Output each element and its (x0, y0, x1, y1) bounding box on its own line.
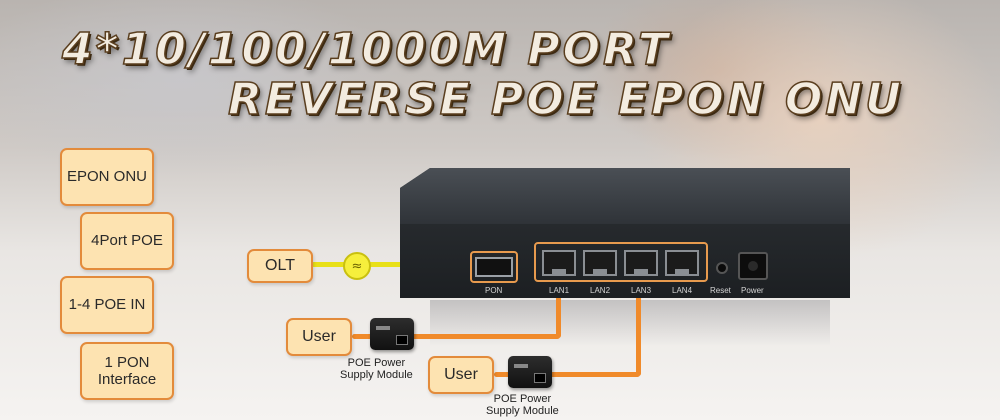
poe-adapter-1-label-line2: Supply Module (340, 368, 413, 381)
cable-user1-vertical (556, 276, 561, 338)
poe-adapter-2-label-line2: Supply Module (486, 404, 559, 417)
pon-port (475, 257, 513, 277)
lan1-port (542, 250, 576, 276)
power-jack (738, 252, 768, 280)
poe-adapter-2 (508, 356, 552, 388)
poe-adapter-2-label-line1: POE Power (493, 393, 552, 405)
reset-label: Reset (710, 286, 731, 295)
user-label-2: User (428, 356, 494, 394)
headline-line-1: 4*10/100/1000M PORT (61, 23, 671, 76)
onu-device-top (400, 168, 850, 224)
feature-tag-pon-interface-text: 1 PON Interface (97, 353, 157, 388)
poe-adapter-1-label-line1: POE Power (347, 357, 406, 369)
poe-adapter-1 (370, 318, 414, 350)
power-label: Power (741, 286, 764, 295)
lan1-label: LAN1 (549, 286, 570, 295)
headline-line-2: REVERSE POE EPON ONU (227, 73, 904, 126)
user-label-1: User (286, 318, 352, 356)
cable-user1-horizontal (352, 334, 560, 339)
feature-tag-4port-poe: 4Port POE (80, 212, 174, 270)
lan3-port (624, 250, 658, 276)
lan2-label: LAN2 (590, 286, 611, 295)
pon-port-label: PON (485, 286, 503, 295)
pon-port-frame (470, 251, 518, 283)
lan2-port (583, 250, 617, 276)
cable-user2-horizontal (494, 372, 640, 377)
device-reflection (430, 300, 830, 346)
fiber-link-icon: ≈ (343, 252, 371, 280)
poe-adapter-1-label: POE Power Supply Module (340, 357, 413, 381)
reset-button (716, 262, 728, 274)
lan-ports-frame (534, 242, 708, 282)
feature-tag-pon-interface: 1 PON Interface (80, 342, 174, 400)
feature-tag-epon-onu: EPON ONU (60, 148, 154, 206)
olt-label: OLT (247, 249, 313, 283)
feature-tag-poe-in: 1-4 POE IN (60, 276, 154, 334)
cable-user2-vertical (636, 276, 641, 376)
lan3-label: LAN3 (631, 286, 652, 295)
poe-adapter-2-label: POE Power Supply Module (486, 393, 559, 417)
lan4-label: LAN4 (672, 286, 693, 295)
lan4-port (665, 250, 699, 276)
